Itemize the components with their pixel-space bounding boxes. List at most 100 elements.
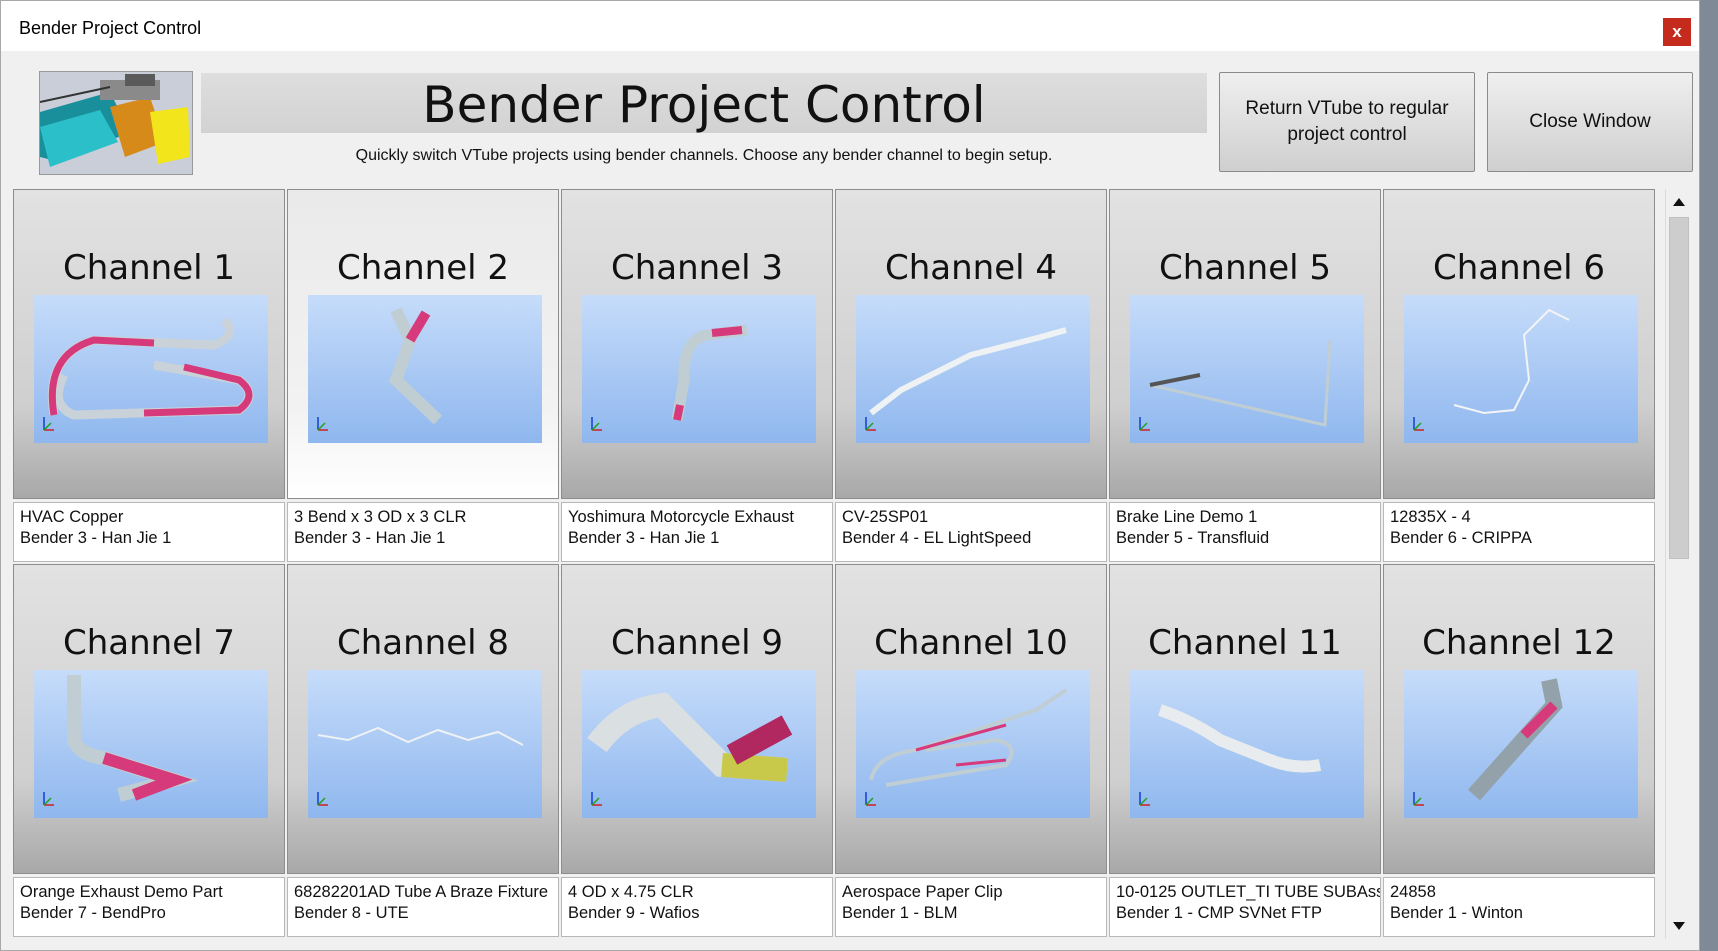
bender-name: Bender 5 - Transfluid <box>1116 529 1270 547</box>
bender-name: Bender 1 - BLM <box>842 904 958 922</box>
project-name: Aerospace Paper Clip <box>842 883 1003 901</box>
bender-name: Bender 4 - EL LightSpeed <box>842 529 1032 547</box>
bender-name: Bender 3 - Han Jie 1 <box>294 529 446 547</box>
channel-description: 12835X - 4 Bender 6 - CRIPPA <box>1383 502 1655 562</box>
bender-name: Bender 3 - Han Jie 1 <box>568 529 720 547</box>
window-close-button[interactable]: x <box>1663 18 1691 46</box>
arrow-down-icon <box>1673 922 1685 930</box>
axis-triad-icon <box>317 417 328 431</box>
axis-triad-icon <box>1413 417 1424 431</box>
channel-label: Channel 6 <box>1432 248 1606 288</box>
channel-button[interactable]: Channel 8 <box>287 564 559 874</box>
channel-label: Channel 4 <box>884 248 1058 288</box>
channel-button[interactable]: Channel 6 <box>1383 189 1655 499</box>
axis-triad-icon <box>1139 792 1150 806</box>
channel-card: Channel 2 3 Bend x 3 OD x 3 CLR Bender 3 -… <box>287 189 559 563</box>
bender-machine-logo <box>39 71 193 175</box>
scrollbar-thumb[interactable] <box>1669 217 1689 559</box>
scroll-down-button[interactable] <box>1668 915 1690 937</box>
channel-button[interactable]: Channel 11 <box>1109 564 1381 874</box>
tube-thumbnail <box>1130 670 1364 818</box>
channel-button[interactable]: Channel 2 <box>287 189 559 499</box>
bender-name: Bender 1 - CMP SVNet FTP <box>1116 904 1323 922</box>
project-name: HVAC Copper <box>20 508 124 526</box>
bender-name: Bender 8 - UTE <box>294 904 409 922</box>
tube-thumbnail <box>856 670 1090 818</box>
tube-thumbnail <box>1130 295 1364 443</box>
tube-thumbnail <box>1404 295 1638 443</box>
window-title: Bender Project Control <box>19 18 202 38</box>
tube-thumbnail <box>308 670 542 818</box>
vertical-scrollbar[interactable] <box>1665 189 1692 939</box>
axis-triad-icon <box>591 792 602 806</box>
tube-thumbnail <box>308 295 542 443</box>
close-icon: x <box>1672 22 1682 41</box>
bender-name: Bender 3 - Han Jie 1 <box>20 529 172 547</box>
channel-label: Channel 3 <box>610 248 784 288</box>
bender-name: Bender 6 - CRIPPA <box>1390 529 1532 547</box>
channel-button[interactable]: Channel 12 <box>1383 564 1655 874</box>
project-name: Brake Line Demo 1 <box>1116 508 1258 526</box>
channel-label: Channel 9 <box>610 623 784 663</box>
channel-description: 3 Bend x 3 OD x 3 CLR Bender 3 - Han Jie … <box>287 502 559 562</box>
channel-button[interactable]: Channel 5 <box>1109 189 1381 499</box>
tube-thumbnail <box>34 295 268 443</box>
axis-triad-icon <box>1413 792 1424 806</box>
project-name: 3 Bend x 3 OD x 3 CLR <box>294 508 467 526</box>
title-bar: Bender Project Control x <box>1 1 1699 51</box>
bender-name: Bender 7 - BendPro <box>20 904 166 922</box>
scroll-up-button[interactable] <box>1668 191 1690 213</box>
project-name: 10-0125 OUTLET_TI TUBE SUBAss <box>1116 883 1381 901</box>
tube-thumbnail <box>34 670 268 818</box>
axis-triad-icon <box>591 417 602 431</box>
channel-button[interactable]: Channel 4 <box>835 189 1107 499</box>
channel-button[interactable]: Channel 7 <box>13 564 285 874</box>
channel-label: Channel 1 <box>62 248 236 288</box>
tube-thumbnail <box>582 295 816 443</box>
channel-label: Channel 2 <box>336 248 510 288</box>
close-window-button[interactable]: Close Window <box>1487 72 1693 172</box>
channel-label: Channel 7 <box>62 623 236 663</box>
axis-triad-icon <box>865 792 876 806</box>
tube-thumbnail <box>582 670 816 818</box>
project-name: Yoshimura Motorcycle Exhaust <box>568 508 794 526</box>
axis-triad-icon <box>1139 417 1150 431</box>
project-name: 24858 <box>1390 883 1436 901</box>
channel-card: Channel 5 Brake Line Demo 1 Bender 5 - Tra… <box>1109 189 1381 563</box>
channel-button[interactable]: Channel 1 <box>13 189 285 499</box>
project-name: 68282201AD Tube A Braze Fixture <box>294 883 549 901</box>
bender-name: Bender 9 - Wafios <box>568 904 700 922</box>
channel-button[interactable]: Channel 3 <box>561 189 833 499</box>
arrow-up-icon <box>1673 198 1685 206</box>
channel-button[interactable]: Channel 10 <box>835 564 1107 874</box>
channel-label: Channel 11 <box>1148 623 1342 663</box>
channel-description: Brake Line Demo 1 Bender 5 - Transfluid <box>1109 502 1381 562</box>
project-name: 12835X - 4 <box>1390 508 1471 526</box>
axis-triad-icon <box>865 417 876 431</box>
channel-button[interactable]: Channel 9 <box>561 564 833 874</box>
axis-triad-icon <box>43 417 54 431</box>
page-subtitle: Quickly switch VTube projects using bend… <box>355 147 1053 164</box>
channel-card: Channel 6 12835X - 4 Bender 6 - CRIPPA <box>1383 189 1655 563</box>
channel-label: Channel 12 <box>1422 623 1616 663</box>
page-title: Bender Project Control <box>422 76 986 134</box>
tube-thumbnail <box>1404 670 1638 818</box>
project-name: Orange Exhaust Demo Part <box>20 883 223 901</box>
project-name: CV-25SP01 <box>842 508 929 526</box>
return-vtube-button[interactable]: Return VTube to regular project control <box>1219 72 1475 172</box>
